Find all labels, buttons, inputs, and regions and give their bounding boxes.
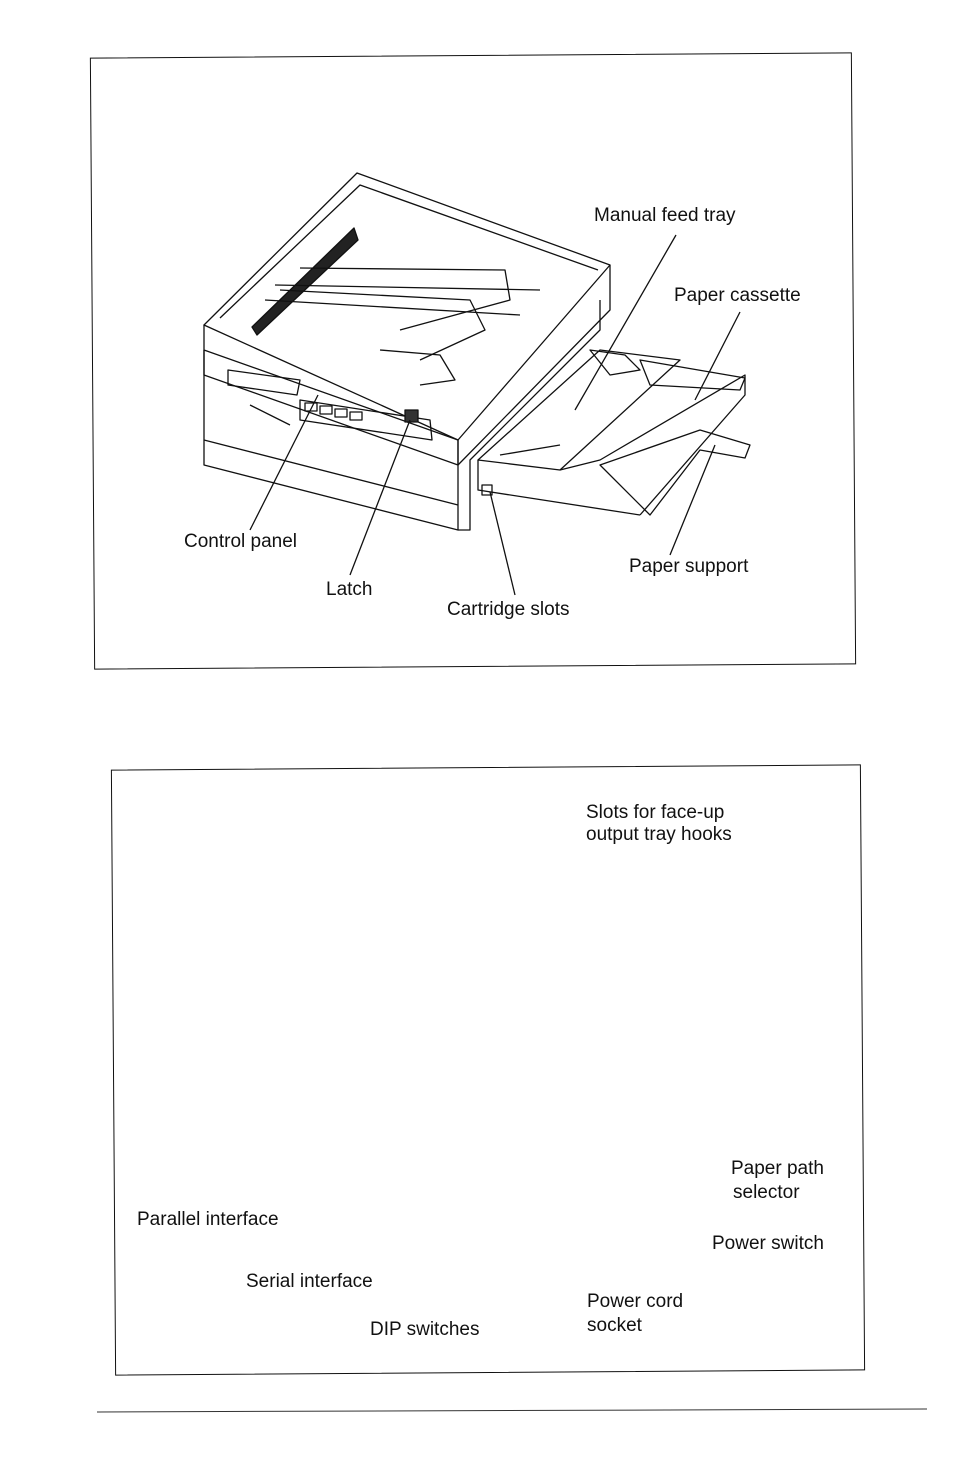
label-latch: Latch (326, 579, 373, 600)
label-serial-interface: Serial interface (246, 1271, 373, 1292)
label-slots-face-up-line2: output tray hooks (586, 824, 732, 845)
label-paper-path-selector-line2: selector (733, 1182, 800, 1203)
label-power-switch: Power switch (712, 1233, 824, 1254)
label-slots-face-up-line1: Slots for face-up (586, 802, 725, 823)
label-cartridge-slots: Cartridge slots (447, 599, 570, 620)
leader-manual-feed-tray (574, 234, 677, 411)
leader-latch (349, 419, 411, 576)
front-printer-drawing (203, 172, 751, 531)
label-paper-support: Paper support (629, 556, 749, 577)
label-power-cord-socket-line1: Power cord (587, 1291, 684, 1312)
leader-control-panel (249, 394, 319, 531)
label-power-cord-socket-line2: socket (587, 1315, 642, 1336)
label-parallel-interface: Parallel interface (137, 1209, 279, 1230)
label-manual-feed-tray: Manual feed tray (594, 205, 736, 226)
leader-cartridge-slots (489, 491, 516, 596)
paper-support-shape (599, 429, 751, 516)
label-paper-path-selector-line1: Paper path (731, 1158, 824, 1179)
rear-view-panel (110, 764, 866, 1376)
leader-paper-support (669, 444, 716, 556)
label-control-panel: Control panel (184, 531, 298, 552)
label-paper-cassette: Paper cassette (674, 285, 801, 306)
front-leader-lines (249, 234, 741, 596)
leader-paper-cassette (694, 311, 741, 401)
front-top-lid (203, 172, 611, 441)
front-latch-shape (404, 409, 419, 423)
front-control-panel-area (299, 399, 433, 441)
label-dip-switches: DIP switches (370, 1319, 480, 1340)
manual-feed-tray-shape (477, 349, 681, 471)
